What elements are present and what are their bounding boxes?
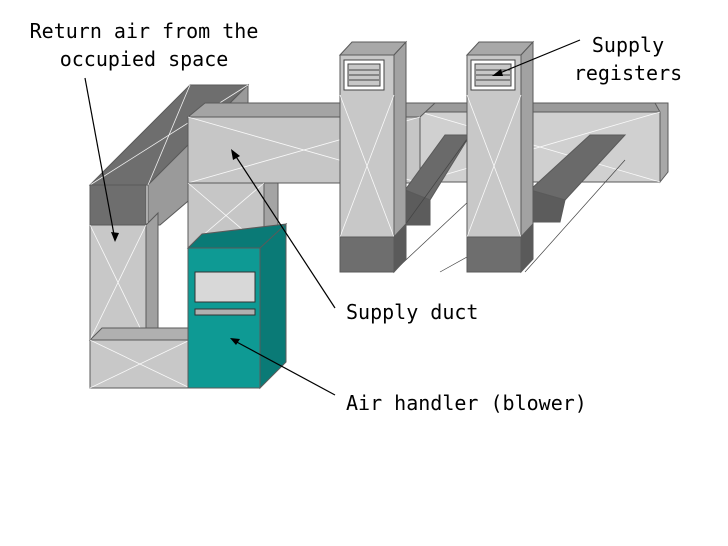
air-handler-unit <box>186 222 288 390</box>
air-handler-slot <box>194 308 256 316</box>
air-handler-panel <box>194 271 256 303</box>
supply-duct-label: Supply duct <box>346 300 479 324</box>
supply-registers-label-line1: Supply <box>591 33 665 57</box>
return-air-label-line2: occupied space <box>59 47 229 71</box>
return-air-label: Return air from the occupied space <box>28 17 260 73</box>
supply-riser-2 <box>465 40 535 274</box>
air-handler-label: Air handler (blower) <box>346 391 587 415</box>
annotation-arrows <box>84 39 581 396</box>
supply-registers-label-line2: registers <box>573 61 683 85</box>
supply-riser-1 <box>338 40 408 274</box>
return-air-label-line1: Return air from the <box>29 19 259 43</box>
branch-duct-1 <box>392 134 471 273</box>
supply-registers-label: Supply registers <box>568 31 688 87</box>
